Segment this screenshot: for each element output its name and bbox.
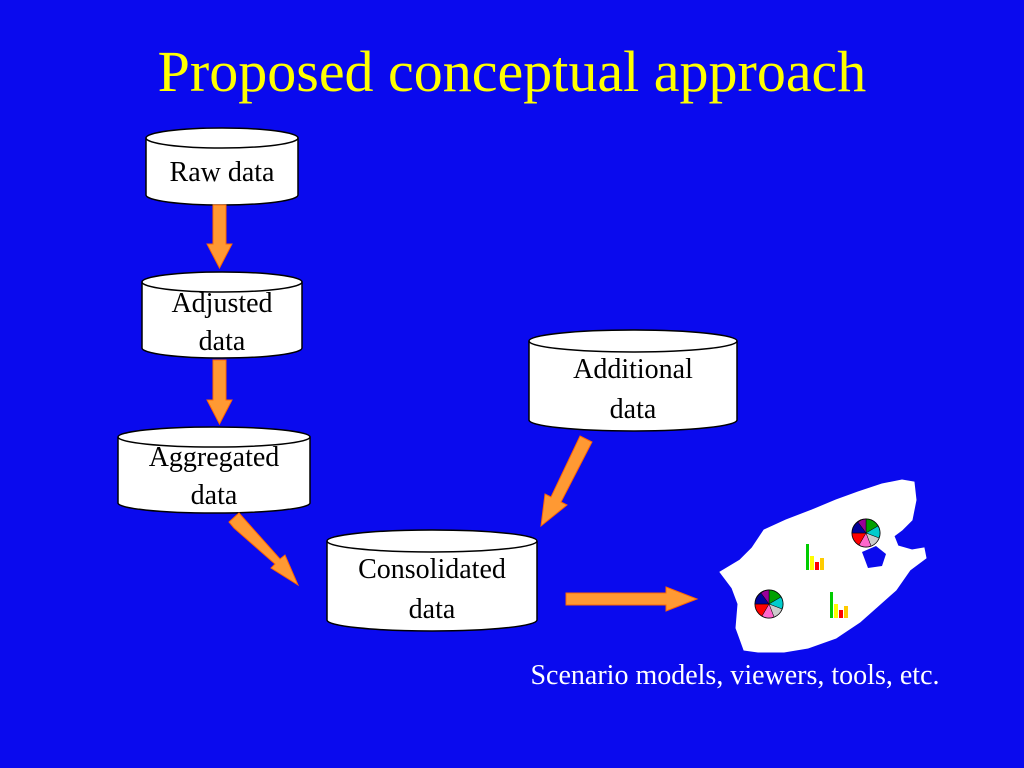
slide-title: Proposed conceptual approach [157, 39, 867, 104]
arrow-additional-to-consolidated [540, 435, 593, 528]
adjusted-data-label: Adjusted data [171, 288, 273, 357]
arrow-consolidated-to-map [565, 586, 699, 612]
arrow-raw-to-adjusted [206, 204, 233, 270]
pie-chart-icon [851, 518, 881, 548]
bar-chart-icon [830, 592, 848, 618]
arrow-adjusted-to-aggregated [206, 359, 233, 426]
adjusted-data-cylinder [141, 271, 303, 359]
arrow-aggregated-to-consolidated [228, 512, 300, 587]
consolidated-data-label: Consolidated data [358, 554, 506, 625]
additional-data-label: Additional data [573, 354, 693, 425]
consolidated-data-cylinder [326, 529, 538, 632]
additional-data-cylinder [528, 329, 738, 432]
aggregated-data-label: Aggregated data [148, 442, 280, 511]
raw-data-label: Raw data [169, 157, 275, 188]
aggregated-data-cylinder [117, 426, 311, 514]
bar-chart-icon [806, 544, 824, 570]
pie-chart-icon [754, 589, 784, 619]
scenario-caption: Scenario models, viewers, tools, etc. [530, 660, 940, 691]
